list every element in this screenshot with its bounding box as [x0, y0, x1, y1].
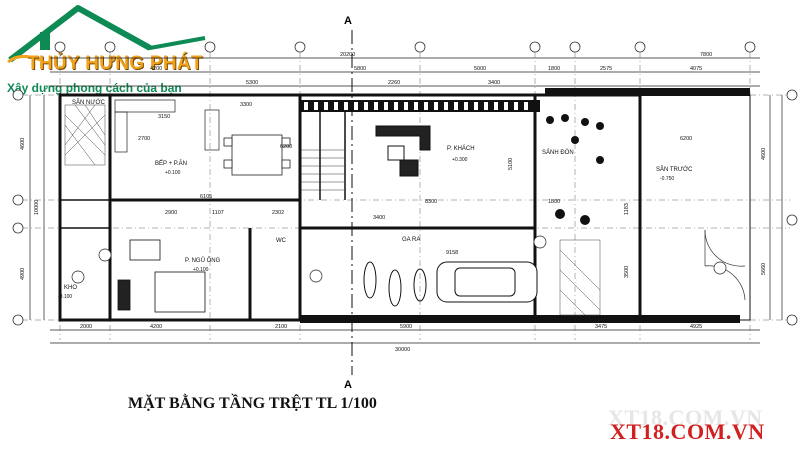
room-label-khach: P. KHÁCH [447, 145, 475, 152]
svg-text:5000: 5000 [474, 66, 486, 72]
svg-text:1800: 1800 [548, 199, 560, 205]
svg-text:3150: 3150 [158, 114, 170, 120]
svg-text:6105: 6105 [200, 194, 212, 200]
svg-text:3500: 3500 [624, 266, 630, 278]
svg-text:8300: 8300 [425, 199, 437, 205]
svg-text:2260: 2260 [388, 80, 400, 86]
svg-text:4600: 4600 [20, 138, 26, 150]
watermark-shadow: XT18.COM.VN [608, 405, 763, 430]
plants [546, 114, 604, 225]
room-label-gara: GA RA [402, 237, 420, 243]
svg-text:4075: 4075 [690, 66, 702, 72]
svg-text:5800: 5800 [354, 66, 366, 72]
svg-text:4925: 4925 [690, 324, 702, 330]
svg-text:3400: 3400 [488, 80, 500, 86]
svg-text:5300: 5300 [246, 80, 258, 86]
room-label-san-nuoc: SÂN NƯỚC [72, 99, 106, 106]
svg-text:1183: 1183 [624, 203, 630, 215]
svg-text:1107: 1107 [212, 210, 224, 216]
svg-text:6200: 6200 [280, 144, 292, 150]
svg-text:2700: 2700 [138, 136, 150, 142]
svg-text:5900: 5900 [400, 324, 412, 330]
dim-total-right: 7800 [700, 52, 712, 58]
section-mark-top: A [344, 15, 352, 27]
watermark: XT18.COM.VN [610, 419, 765, 444]
room-label-san-truoc: SÂN TRƯỚC [656, 166, 693, 173]
svg-text:2302: 2302 [272, 210, 284, 216]
svg-text:2000: 2000 [80, 324, 92, 330]
house-roof-icon [7, 5, 206, 64]
motorbike-icon [363, 261, 427, 307]
room-label-bep: BẾP + P.ĂN [155, 160, 187, 167]
svg-text:4200: 4200 [150, 324, 162, 330]
svg-text:2900: 2900 [165, 210, 177, 216]
plan-title: MẶT BẰNG TẦNG TRỆT TL 1/100 [128, 395, 377, 412]
svg-text:6200: 6200 [680, 136, 692, 142]
svg-text:5100: 5100 [508, 158, 514, 170]
level-khach: +0.300 [452, 157, 468, 163]
level-bep: +0.100 [165, 170, 181, 176]
svg-text:9158: 9158 [446, 250, 458, 256]
svg-text:3475: 3475 [595, 324, 607, 330]
level-san-truoc: -0.750 [660, 176, 674, 182]
level-kho: -0.100 [58, 294, 72, 300]
svg-text:3300: 3300 [240, 102, 252, 108]
dining-table [223, 134, 291, 176]
room-label-wc: WC [276, 238, 287, 244]
svg-text:4200: 4200 [150, 66, 162, 72]
room-label-kho: KHO [64, 285, 77, 291]
svg-text:2575: 2575 [600, 66, 612, 72]
level-ngu: +0.100 [193, 267, 209, 273]
svg-text:2100: 2100 [275, 324, 287, 330]
room-label-ngu-ong: P. NGỦ ÔNG [185, 257, 221, 264]
brand-slogan: Xây dựng phong cách của bạn [7, 81, 182, 95]
dim-total-top: 20200 [340, 52, 355, 58]
section-mark-bottom: A [344, 379, 352, 391]
room-label-sanh-don: SẢNH ĐÓN [542, 149, 574, 156]
bed [117, 239, 206, 313]
svg-text:10000: 10000 [34, 200, 40, 215]
brand-logo [0, 0, 210, 100]
sofa-set [375, 125, 431, 177]
car-icon [436, 261, 538, 303]
svg-text:5660: 5660 [761, 263, 767, 275]
dim-total-bottom: 30000 [395, 347, 410, 353]
svg-text:4600: 4600 [761, 148, 767, 160]
svg-text:4900: 4900 [20, 268, 26, 280]
svg-text:3400: 3400 [373, 215, 385, 221]
svg-text:1800: 1800 [548, 66, 560, 72]
